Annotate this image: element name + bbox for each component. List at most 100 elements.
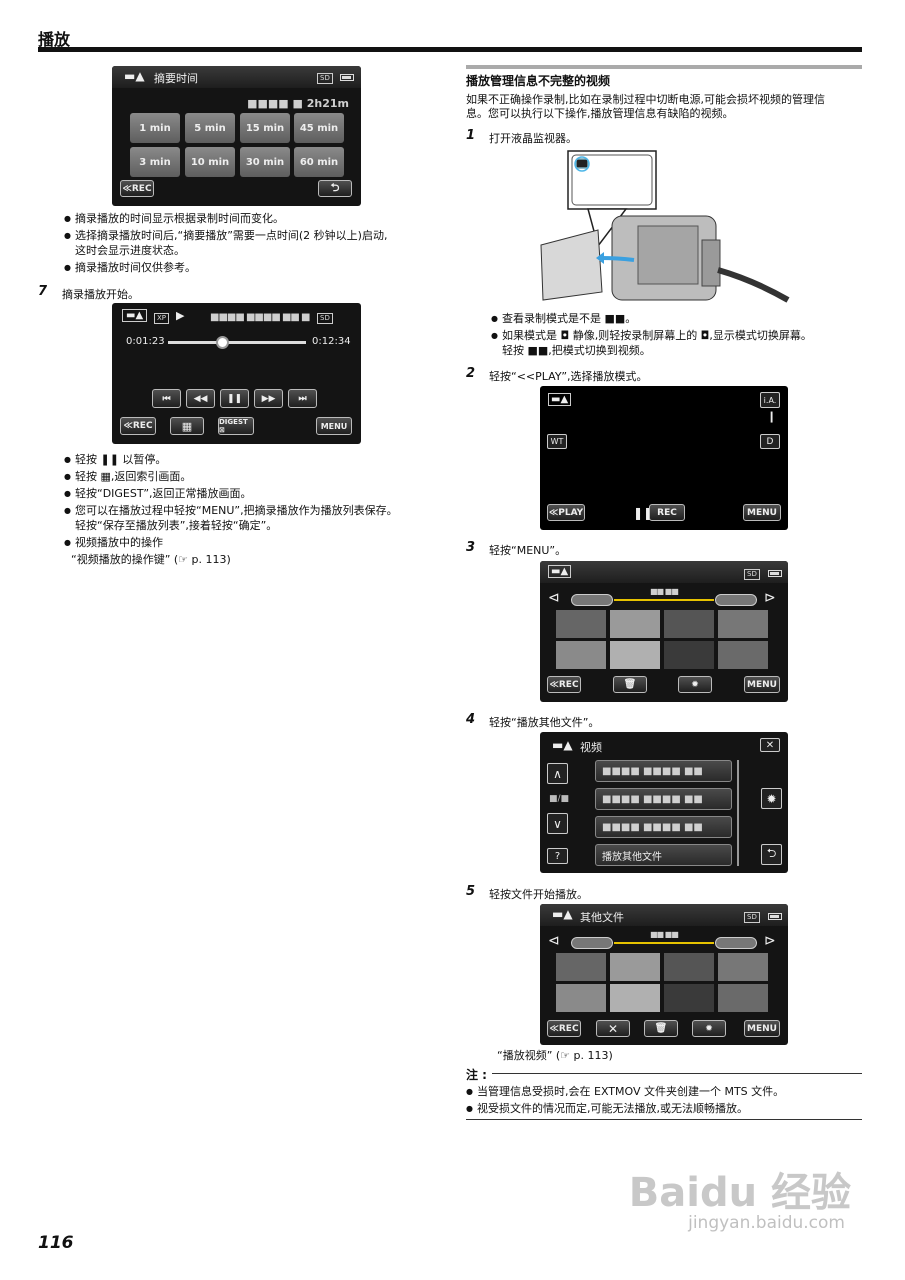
back-button[interactable]: ⮌ <box>318 180 352 197</box>
delete-button[interactable]: 🗑 <box>644 1020 678 1037</box>
time-10min[interactable]: 10 min <box>185 147 235 177</box>
thumbnail[interactable] <box>610 984 660 1012</box>
note-end-rule <box>466 1119 862 1120</box>
next-icon[interactable]: ⊳ <box>764 933 776 949</box>
date-slider-left[interactable] <box>571 937 613 949</box>
record-screen: ▬▲ i.A. ❙ WT D ≪PLAY ❚❚ REC MENU <box>540 386 788 530</box>
date-label: ■■ ■■ <box>650 587 679 596</box>
menu-item[interactable]: ■■■■ ■■■■ ■■ <box>595 760 732 782</box>
thumbnail[interactable] <box>610 953 660 981</box>
time-5min[interactable]: 5 min <box>185 113 235 143</box>
date-slider-right[interactable] <box>715 937 757 949</box>
note-label: 注 : <box>466 1068 487 1082</box>
time-30min[interactable]: 30 min <box>240 147 290 177</box>
screen-title: 其他文件 <box>580 911 624 924</box>
section-rule <box>466 65 862 69</box>
cancel-button[interactable]: ✕ <box>596 1020 630 1037</box>
next-icon[interactable]: ⊳ <box>764 590 776 606</box>
step-text: 轻按文件开始播放。 <box>489 888 588 901</box>
progress-track[interactable] <box>168 341 306 344</box>
rec-button[interactable]: REC <box>649 504 685 521</box>
menu-button[interactable]: MENU <box>744 676 780 693</box>
help-button[interactable]: ? <box>547 848 568 864</box>
battery-icon <box>340 74 354 81</box>
menu-button[interactable]: MENU <box>316 417 352 435</box>
rec-button[interactable]: ≪REC <box>120 417 156 435</box>
thumbnail[interactable] <box>718 641 768 669</box>
mode-badge: XP <box>154 313 170 324</box>
thumbnail[interactable] <box>718 953 768 981</box>
video-mode-icon: ▬▲ <box>548 565 572 578</box>
menu-item[interactable]: ■■■■ ■■■■ ■■ <box>595 788 732 810</box>
digest-button[interactable]: DIGEST ⊠ <box>218 417 254 435</box>
date-slider-right[interactable] <box>715 594 757 606</box>
list-item-continued: 轻按“保存至播放列表”,接着轻按“确定”。 <box>75 519 278 532</box>
settings-button[interactable]: ✹ <box>678 676 712 693</box>
scroll-up-button[interactable]: ∧ <box>547 763 568 784</box>
video-mode-icon: ▬▲ <box>552 907 573 921</box>
thumbnail[interactable] <box>718 984 768 1012</box>
menu-item-play-other-files[interactable]: 播放其他文件 <box>595 844 732 866</box>
rec-button[interactable]: ≪REC <box>547 676 581 693</box>
watermark-logo: Baidu 经验 <box>628 1170 851 1216</box>
menu-title: 视频 <box>580 741 602 754</box>
delete-button[interactable]: 🗑 <box>613 676 647 693</box>
menu-button[interactable]: MENU <box>743 504 781 521</box>
menu-button[interactable]: MENU <box>744 1020 780 1037</box>
close-button[interactable]: ✕ <box>760 738 780 752</box>
d-button[interactable]: D <box>760 434 780 449</box>
battery-icon <box>768 570 782 577</box>
forward-button[interactable]: ▶▶ <box>254 389 283 408</box>
thumbnail[interactable] <box>664 610 714 638</box>
menu-item[interactable]: ■■■■ ■■■■ ■■ <box>595 816 732 838</box>
back-button[interactable]: ⮌ <box>761 844 782 865</box>
thumbnail[interactable] <box>556 953 606 981</box>
time-1min[interactable]: 1 min <box>130 113 180 143</box>
thumbnail[interactable] <box>664 641 714 669</box>
other-files-screen: ▬▲ 其他文件 SD ⊲ ■■ ■■ ⊳ ≪REC ✕ 🗑 ✹ MENU <box>540 904 788 1045</box>
skip-back-button[interactable]: ⏮ <box>152 389 181 408</box>
thumbnail[interactable] <box>718 610 768 638</box>
thumbnail[interactable] <box>664 984 714 1012</box>
pause-button[interactable]: ❚❚ <box>220 389 249 408</box>
index-button[interactable]: ▦ <box>170 417 204 435</box>
step-number: 2 <box>466 366 476 381</box>
scrollbar[interactable] <box>737 760 739 866</box>
video-mode-icon: ▬▲ <box>124 69 145 83</box>
scroll-down-button[interactable]: ∨ <box>547 813 568 834</box>
time-15min[interactable]: 15 min <box>240 113 290 143</box>
time-45min[interactable]: 45 min <box>294 113 344 143</box>
skip-forward-button[interactable]: ⏭ <box>288 389 317 408</box>
settings-gear-icon[interactable]: ✹ <box>761 788 782 809</box>
date-slider-left[interactable] <box>571 594 613 606</box>
step-number: 7 <box>38 284 48 299</box>
prev-icon[interactable]: ⊲ <box>548 933 560 949</box>
rec-button[interactable]: ≪REC <box>547 1020 581 1037</box>
mic-icon: ❙ <box>767 410 777 423</box>
thumbnail[interactable] <box>556 610 606 638</box>
prev-icon[interactable]: ⊲ <box>548 590 560 606</box>
thumbnail[interactable] <box>664 953 714 981</box>
rewind-button[interactable]: ◀◀ <box>186 389 215 408</box>
file-name: ■■■■ ■■■■ ■■ ■ <box>210 312 310 323</box>
time-60min[interactable]: 60 min <box>294 147 344 177</box>
wt-button[interactable]: WT <box>547 434 567 449</box>
page-reference-link[interactable]: “视频播放的操作键” (☞ p. 113) <box>71 553 231 566</box>
pause-icon: ❚❚ <box>633 506 654 520</box>
rec-button[interactable]: ≪REC <box>120 180 154 197</box>
time-3min[interactable]: 3 min <box>130 147 180 177</box>
play-mode-button[interactable]: ≪PLAY <box>547 504 585 521</box>
settings-button[interactable]: ✹ <box>692 1020 726 1037</box>
index-screen: ▬▲ SD ⊲ ■■ ■■ ⊳ ≪REC 🗑 ✹ MENU <box>540 561 788 702</box>
progress-knob[interactable] <box>216 336 229 349</box>
step-number: 1 <box>466 128 476 143</box>
thumbnail[interactable] <box>610 610 660 638</box>
step-text: 轻按“播放其他文件”。 <box>489 716 600 729</box>
thumbnail[interactable] <box>556 984 606 1012</box>
list-item-continued: 轻按 ■■,把模式切换到视频。 <box>502 344 651 357</box>
sd-icon: SD <box>744 912 760 923</box>
thumbnail[interactable] <box>610 641 660 669</box>
elapsed-time: 0:01:23 <box>126 336 165 347</box>
page-reference-link[interactable]: “播放视频” (☞ p. 113) <box>497 1049 613 1062</box>
thumbnail[interactable] <box>556 641 606 669</box>
